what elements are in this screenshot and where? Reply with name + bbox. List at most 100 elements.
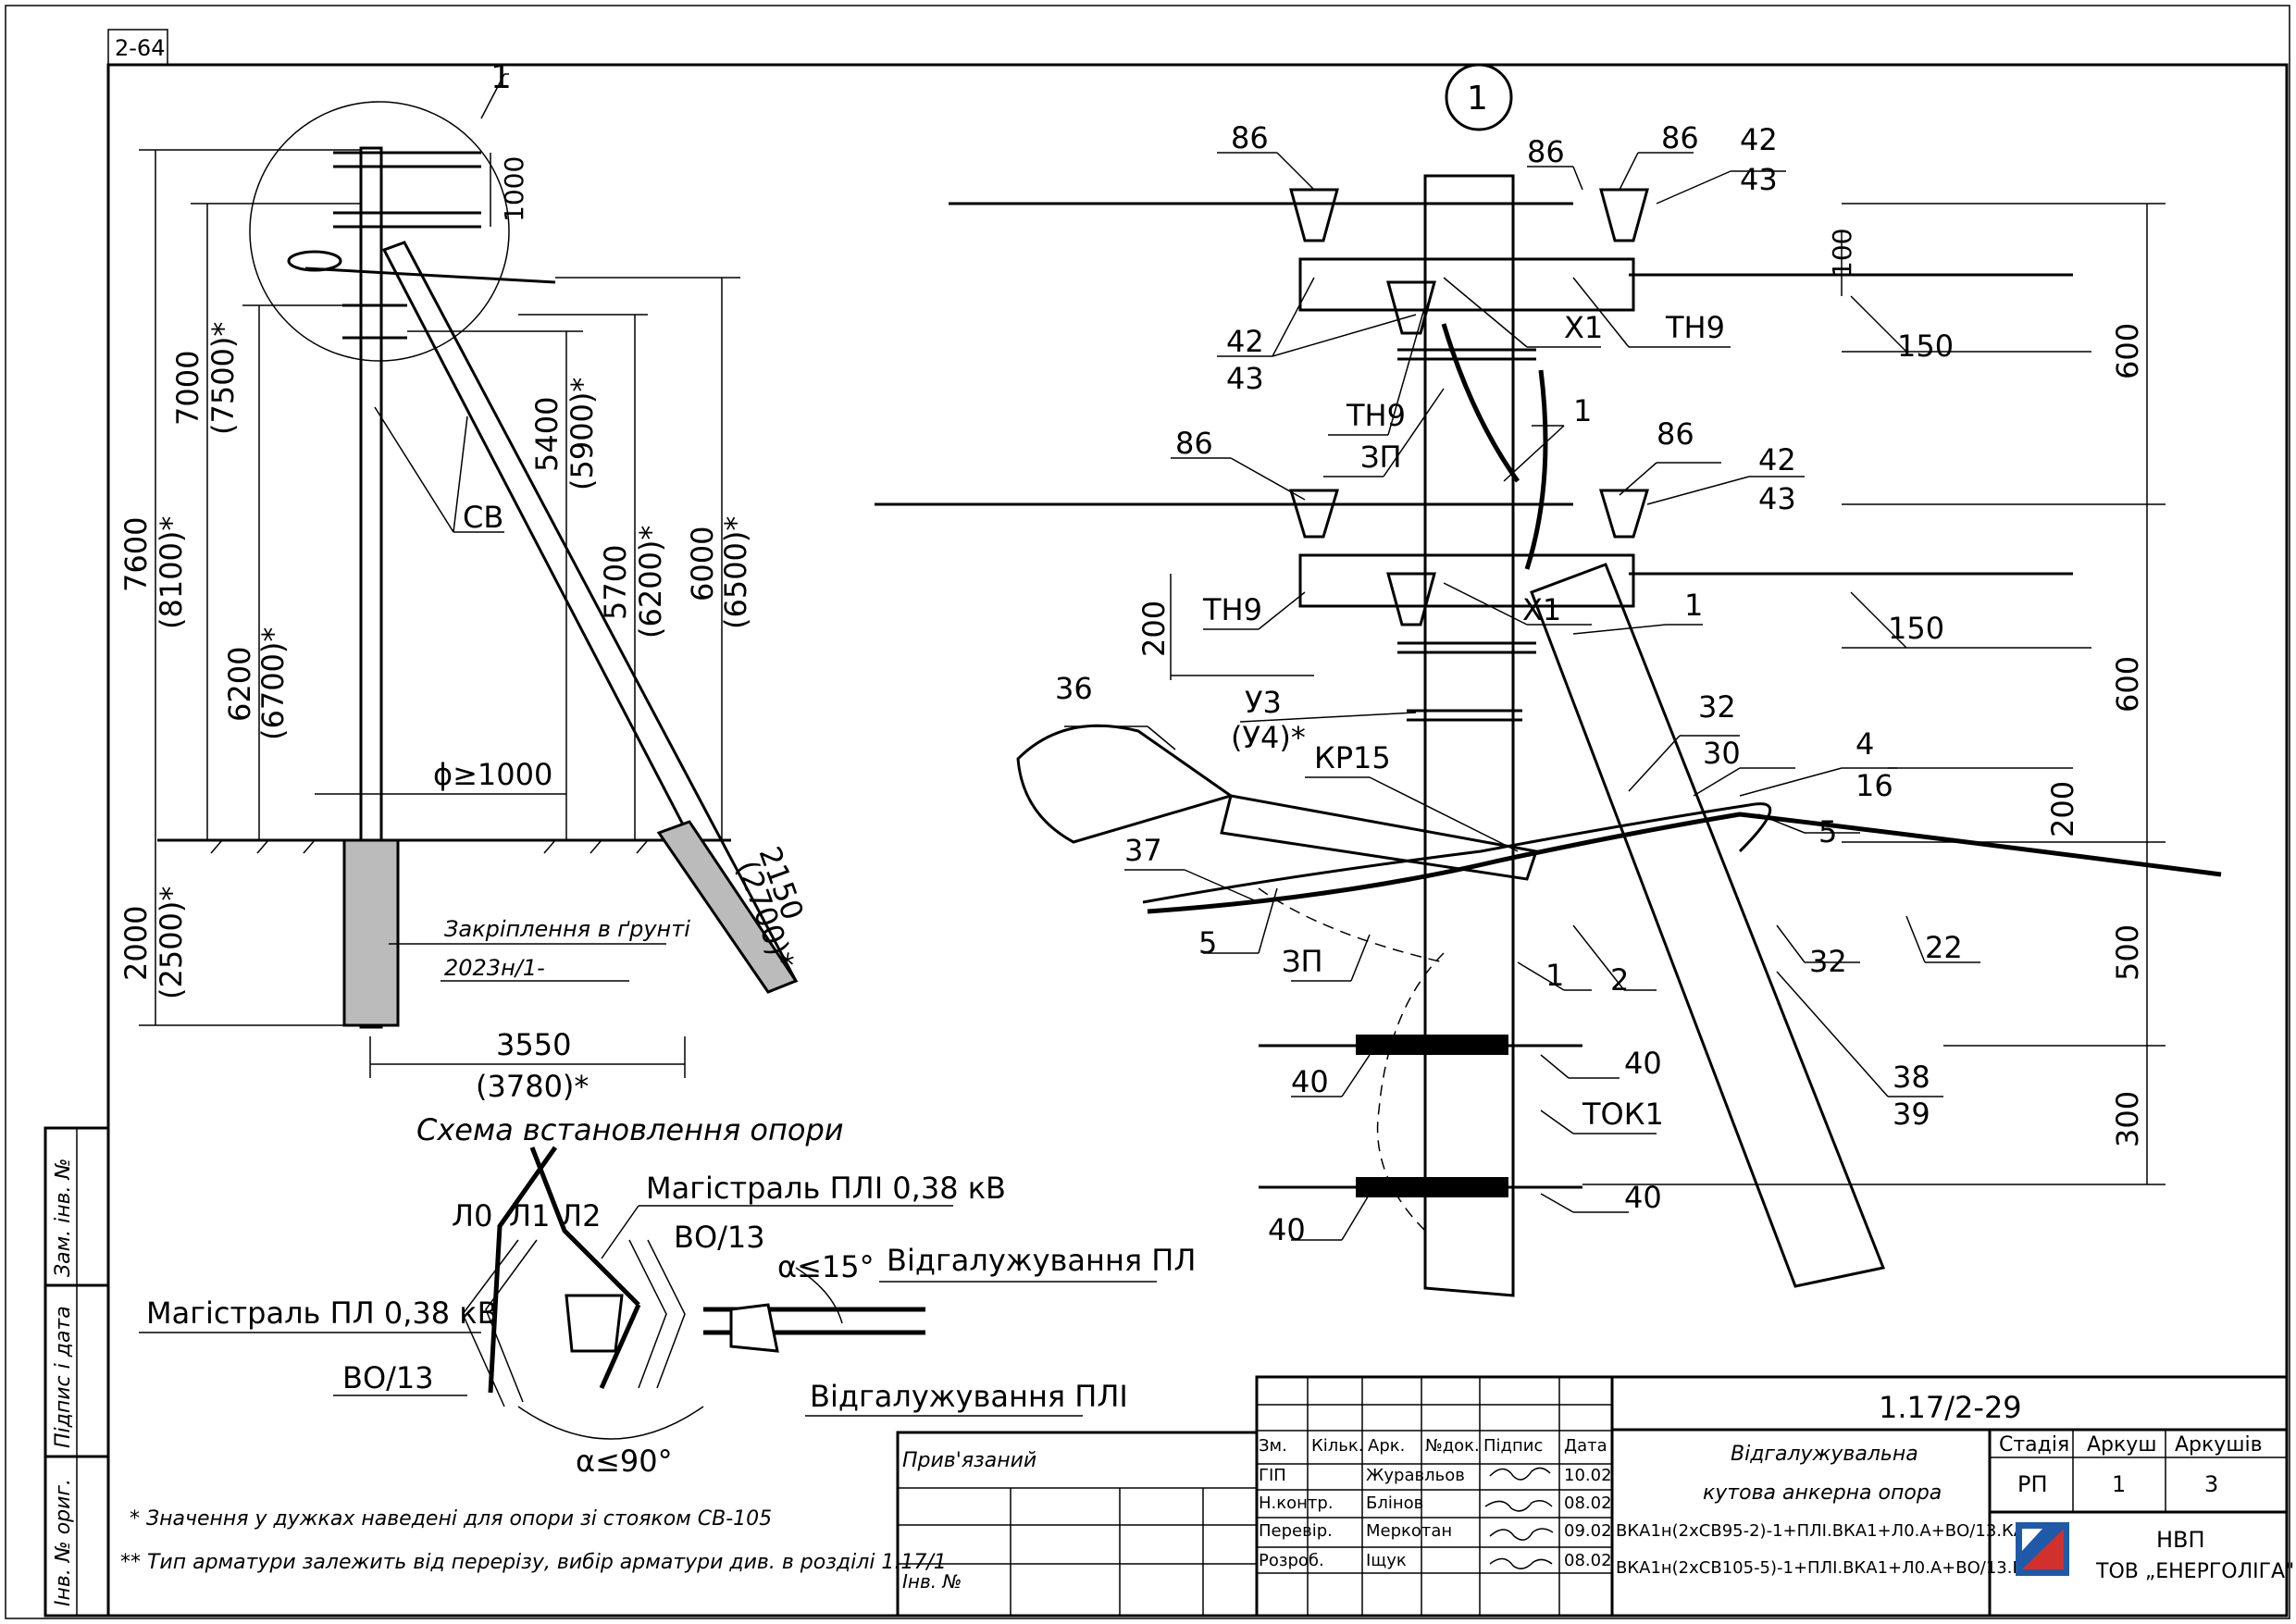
col-head-ndok: №док. [1425, 1436, 1480, 1456]
row-role-2: Перевір. [1259, 1521, 1333, 1541]
col-head-kilk: Кільк. [1311, 1436, 1364, 1456]
row-date-2: 09.02 [1564, 1521, 1612, 1541]
label-1a: 1 [1573, 393, 1592, 428]
detail-view: 1 [875, 63, 2222, 1297]
label-38: 38 [1893, 1060, 1930, 1095]
label-32b: 32 [1809, 944, 1847, 979]
signatures [1484, 1467, 1554, 1569]
label-86d: 86 [1175, 426, 1213, 461]
col-head-ark: Арк. [1368, 1436, 1405, 1456]
dim-5700: 5700 [598, 545, 633, 620]
ground-note: Закріплення в ґрунті [444, 916, 690, 942]
label-zp1: ЗП [1360, 440, 1402, 475]
angle-15: α≤15° [777, 1249, 875, 1284]
label-86c: 86 [1661, 120, 1699, 155]
label-86b: 86 [1527, 134, 1565, 169]
dim-1000: 1000 [499, 156, 529, 222]
stamp-inv-orig: Інв. № ориг. [52, 1479, 75, 1606]
stage-head: Стадія [1999, 1433, 2069, 1457]
stamp-sign-date: Підпис і дата [52, 1306, 75, 1448]
col-head-zm: Зм. [1259, 1436, 1287, 1456]
sheet-code: 2-64 [115, 35, 165, 61]
label-39: 39 [1893, 1097, 1930, 1132]
label-u3: У3 [1245, 685, 1282, 720]
vo-bottom: ВО/13 [342, 1360, 434, 1395]
label-x1b: X1 [1522, 592, 1561, 627]
dim-6700: (6700)* [255, 627, 291, 740]
plan-view: Л0 Л1 Л2 Магістраль ПЛІ 0,38 кВ ВО/13 Ма… [120, 1146, 1196, 1574]
inv-no-label: Інв. № [902, 1570, 962, 1593]
col-head-data: Дата [1564, 1436, 1607, 1456]
dim-150a: 150 [1897, 329, 1954, 364]
dim-phi: ϕ≥1000 [433, 757, 552, 792]
row-name-0: Журавльов [1366, 1466, 1465, 1485]
dim-600a: 600 [2110, 323, 2145, 379]
dim-5900: (5900)* [565, 378, 600, 490]
dim-3550: 3550 [496, 1027, 571, 1062]
label-zp2: ЗП [1282, 944, 1323, 979]
note-2: ** Тип арматури залежить від перерізу, в… [120, 1551, 947, 1574]
stamp-zam-inv: Зам. інв. № [52, 1159, 75, 1278]
main-pl: Магістраль ПЛ 0,38 кВ [146, 1295, 498, 1331]
label-th9a: ТН9 [1665, 310, 1725, 345]
label-42b: 42 [1226, 324, 1264, 359]
dim-7500: (7500)* [205, 322, 241, 435]
label-1c: 1 [1545, 958, 1564, 993]
dim-6200: 6200 [222, 647, 257, 722]
dim-100: 100 [1827, 229, 1857, 278]
label-43b: 43 [1226, 361, 1264, 396]
doc-code: 1.17/2-29 [1879, 1390, 2022, 1425]
dim-150b: 150 [1888, 611, 1944, 646]
row-role-3: Розроб. [1259, 1551, 1324, 1570]
installation-scheme: 1 7600 (8100)* 7000 (7500)* 62 [118, 58, 844, 1147]
dim-200b: 200 [1136, 601, 1172, 657]
sheets-value: 3 [2204, 1471, 2218, 1497]
row-date-0: 10.02 [1564, 1466, 1612, 1485]
dim-500: 500 [2110, 924, 2145, 981]
label-th9b: ТН9 [1346, 398, 1406, 433]
label-30: 30 [1703, 736, 1741, 771]
label-40b: 40 [1291, 1064, 1329, 1099]
dim-6500: (6500)* [718, 516, 753, 629]
angle-90: α≤90° [576, 1444, 673, 1479]
label-x1a: X1 [1564, 310, 1603, 345]
main-pli: Магістраль ПЛІ 0,38 кВ [646, 1171, 1006, 1206]
row-name-1: Блінов [1366, 1494, 1423, 1513]
label-86e: 86 [1657, 416, 1694, 452]
dim-5400: 5400 [529, 397, 565, 472]
label-th9c: ТН9 [1202, 592, 1262, 627]
label-tok1: ТОК1 [1582, 1097, 1664, 1132]
label-5b: 5 [1818, 814, 1837, 849]
scheme-caption: Схема встановлення опори [416, 1112, 844, 1147]
label-2: 2 [1610, 962, 1629, 998]
label-86a: 86 [1231, 120, 1269, 155]
title-block: 1.17/2-29 Зм. Кільк. Арк. №док. Підпис Д… [1255, 1375, 2294, 1618]
branch-pl: Відгалужування ПЛ [887, 1243, 1196, 1278]
label-32a: 32 [1698, 689, 1736, 725]
label-36: 36 [1055, 671, 1093, 706]
org-logo [2016, 1522, 2069, 1576]
label-22: 22 [1925, 930, 1963, 965]
label-4: 4 [1855, 726, 1874, 762]
branch-pli: Відгалужування ПЛІ [810, 1379, 1128, 1414]
dim-7600: 7600 [118, 517, 154, 592]
node-ref-detail: 1 [1467, 80, 1488, 118]
label-40a: 40 [1624, 1046, 1662, 1081]
org-line-2: ТОВ „ЕНЕРГОЛІГА" [2095, 1560, 2294, 1583]
sheet-head: Аркуш [2087, 1433, 2156, 1457]
org-line-1: НВП [2156, 1527, 2205, 1553]
row-role-1: Н.контр. [1259, 1494, 1334, 1513]
attached-label: Прив'язаний [902, 1449, 1036, 1472]
label-40c: 40 [1624, 1180, 1662, 1215]
dim-8100: (8100)* [154, 516, 189, 629]
dim-6000: 6000 [685, 527, 720, 601]
dim-2500: (2500)* [154, 886, 189, 999]
title-line-4: ВКА1н(2хСВ105-5)-1+ПЛІ.ВКА1+Л0.А+ВО/13.К… [1616, 1558, 2046, 1578]
label-43c: 43 [1758, 481, 1796, 516]
dim-300: 300 [2110, 1091, 2145, 1147]
attached-block: Прив'язаний Інв. № [896, 1431, 1259, 1618]
label-l1: Л1 [509, 1198, 550, 1233]
sheets-head: Аркушів [2175, 1433, 2263, 1457]
dim-3780: (3780)* [476, 1069, 589, 1104]
